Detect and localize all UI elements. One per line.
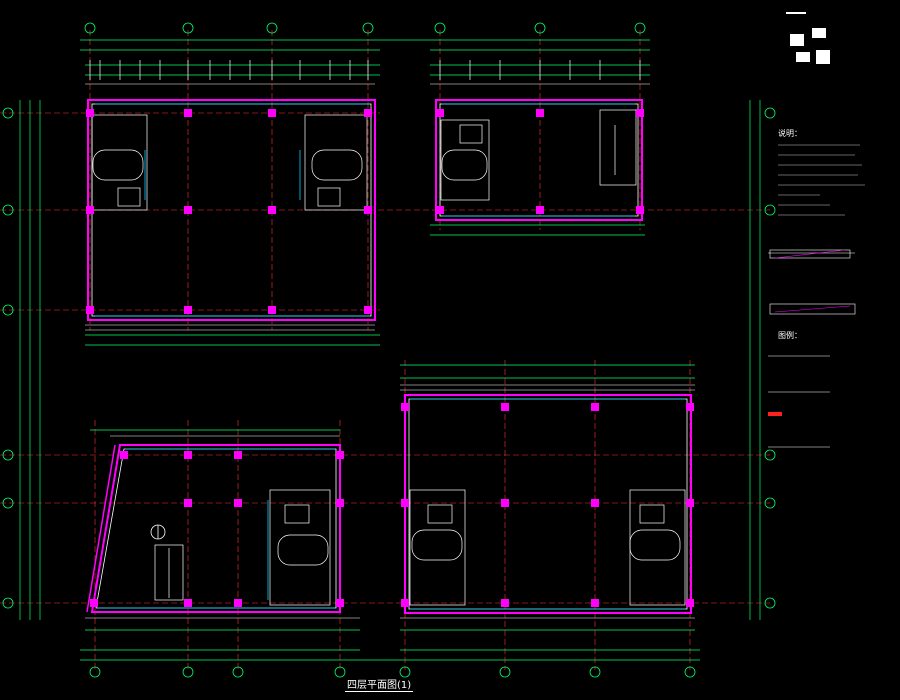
inner-walls bbox=[91, 103, 688, 610]
axis-grid bbox=[0, 30, 770, 670]
key-plan bbox=[786, 12, 830, 64]
dimension-ticks bbox=[89, 60, 641, 80]
columns bbox=[86, 109, 694, 607]
walls bbox=[87, 99, 692, 614]
window-marks bbox=[85, 83, 695, 619]
legend-heading: 图例： bbox=[778, 331, 802, 340]
stair-cores bbox=[91, 109, 686, 606]
legend-red-bar bbox=[768, 412, 782, 416]
notes-heading: 说明： bbox=[778, 129, 802, 138]
section-hatch bbox=[774, 249, 851, 313]
equipment-lines bbox=[95, 103, 685, 610]
north-arrow-icon bbox=[150, 524, 166, 540]
slanted-wall bbox=[86, 444, 121, 613]
axis-bubbles bbox=[2, 22, 776, 678]
drawing-title: 四层平面图(1) bbox=[345, 676, 414, 692]
section-details bbox=[768, 249, 856, 448]
notes-lines bbox=[778, 144, 865, 216]
dimension-lines bbox=[19, 39, 761, 661]
